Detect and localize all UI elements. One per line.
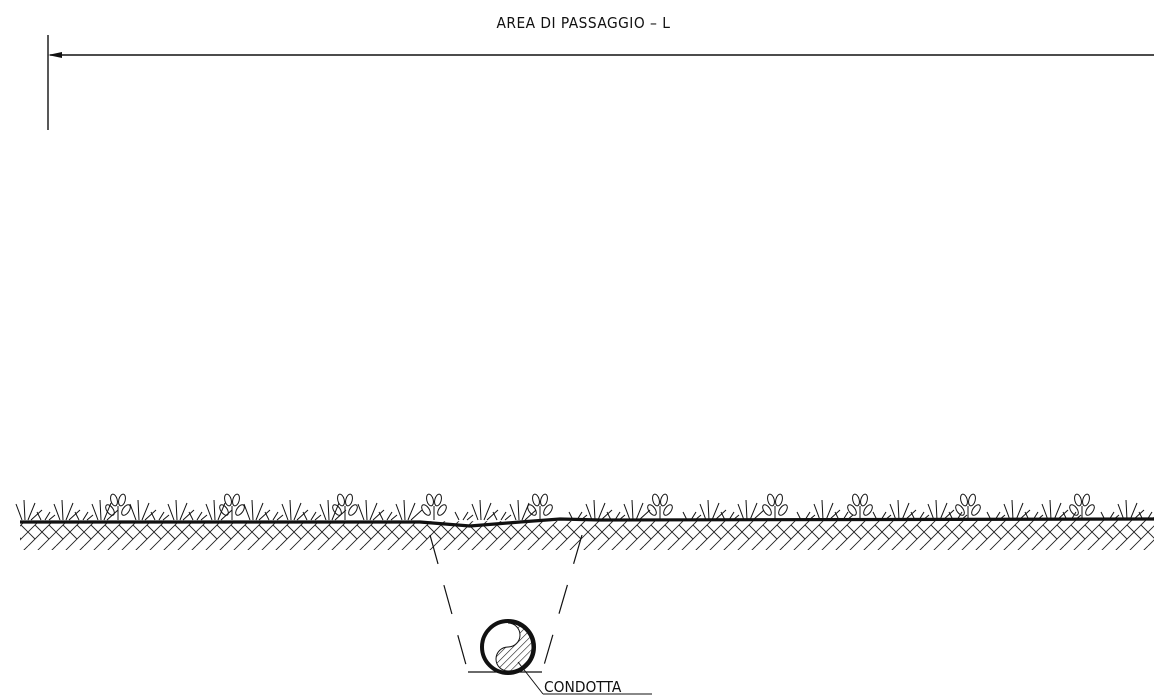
pipe bbox=[480, 619, 536, 675]
grass-tuft bbox=[281, 499, 309, 521]
plant-sprig bbox=[872, 511, 892, 521]
plant-icon bbox=[219, 493, 245, 520]
pipe-leader bbox=[517, 661, 652, 695]
grass-tuft bbox=[889, 499, 917, 521]
dimension-line bbox=[47, 35, 1154, 130]
grass-tuft bbox=[319, 499, 347, 521]
grass-tuft bbox=[471, 499, 499, 521]
grass-tuft bbox=[1041, 499, 1069, 521]
plant-sprig bbox=[454, 511, 474, 521]
plant-sprig bbox=[36, 511, 56, 521]
vegetation bbox=[15, 493, 1154, 521]
plant-sprig bbox=[74, 511, 94, 521]
plant-icon bbox=[421, 493, 447, 520]
plant-icon bbox=[527, 493, 553, 520]
grass-tuft bbox=[167, 499, 195, 521]
plant-sprig bbox=[1062, 511, 1082, 521]
plant-icon bbox=[647, 493, 673, 520]
plant-icon bbox=[762, 493, 788, 520]
grass-tuft bbox=[623, 499, 651, 521]
grass-tuft bbox=[1117, 499, 1145, 521]
plant-sprig bbox=[986, 511, 1006, 521]
plant-sprig bbox=[1100, 511, 1120, 521]
plant-sprig bbox=[796, 511, 816, 521]
grass-tuft bbox=[53, 499, 81, 521]
plant-sprig bbox=[1138, 511, 1154, 521]
grass-tuft bbox=[927, 499, 955, 521]
grass-tuft bbox=[813, 499, 841, 521]
plant-sprig bbox=[568, 511, 588, 521]
plant-sprig bbox=[948, 511, 968, 521]
plant-sprig bbox=[834, 511, 854, 521]
grass-tuft bbox=[1003, 499, 1031, 521]
grass-tuft bbox=[509, 499, 537, 521]
plant-sprig bbox=[910, 511, 930, 521]
plant-sprig bbox=[378, 511, 398, 521]
plant-sprig bbox=[682, 511, 702, 521]
plant-sprig bbox=[264, 511, 284, 521]
plant-sprig bbox=[492, 511, 512, 521]
plant-icon bbox=[847, 493, 873, 520]
plant-sprig bbox=[302, 511, 322, 521]
soil-layer bbox=[20, 520, 1154, 550]
dimension-arrowhead bbox=[48, 52, 62, 58]
plant-sprig bbox=[720, 511, 740, 521]
grass-tuft bbox=[91, 499, 119, 521]
plant-sprig bbox=[150, 511, 170, 521]
grass-tuft bbox=[205, 499, 233, 521]
grass-tuft bbox=[357, 499, 385, 521]
plant-sprig bbox=[1024, 511, 1044, 521]
pipe-label: CONDOTTA bbox=[544, 678, 622, 696]
grass-tuft bbox=[243, 499, 271, 521]
grass-tuft bbox=[585, 499, 613, 521]
grass-tuft bbox=[395, 499, 423, 521]
plant-sprig bbox=[188, 511, 208, 521]
grass-tuft bbox=[15, 499, 43, 521]
plant-icon bbox=[105, 493, 131, 520]
plant-icon bbox=[332, 493, 358, 520]
grass-tuft bbox=[737, 499, 765, 521]
plant-sprig bbox=[606, 511, 626, 521]
grass-tuft bbox=[129, 499, 157, 521]
dimension-label: AREA DI PASSAGGIO – L bbox=[496, 14, 671, 32]
plant-icon bbox=[1069, 493, 1095, 520]
plant-icon bbox=[955, 493, 981, 520]
ground-surface-line bbox=[20, 517, 1154, 528]
grass-tuft bbox=[699, 499, 727, 521]
